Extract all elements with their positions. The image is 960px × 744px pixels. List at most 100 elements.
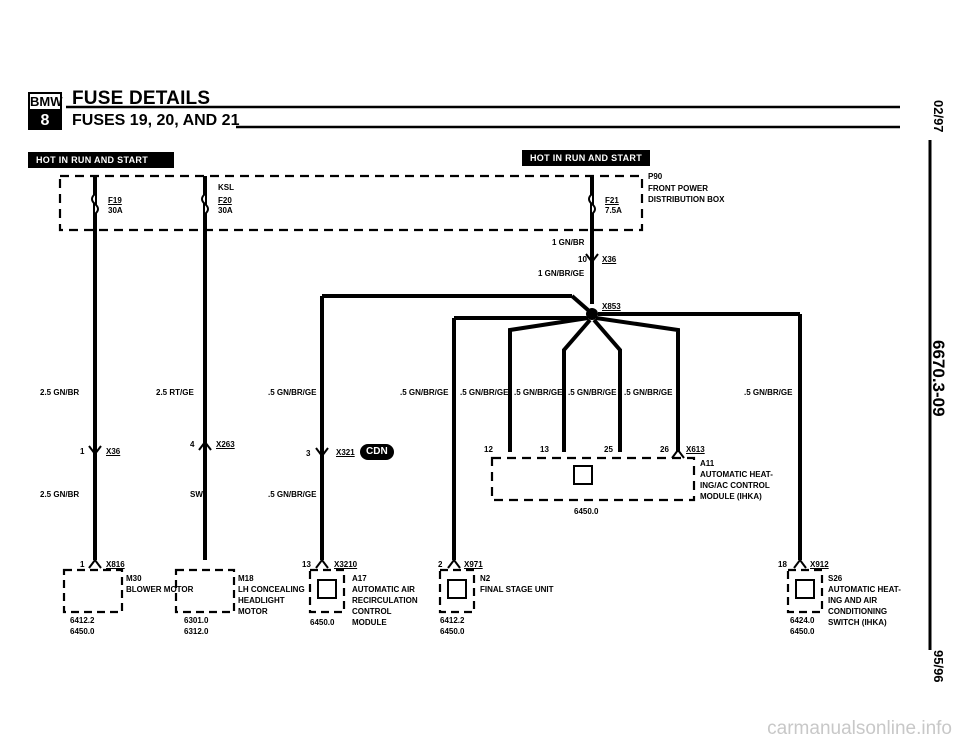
a11-ref: 6450.0 xyxy=(574,507,599,516)
a17-name-1: AUTOMATIC AIR xyxy=(352,585,415,594)
x36b-pin: 1 xyxy=(80,447,85,456)
fuse-f21-symbol xyxy=(588,193,596,215)
module-n2-outline xyxy=(438,568,476,614)
p90-id: P90 xyxy=(648,172,663,181)
n2-ref-2: 6450.0 xyxy=(440,627,465,636)
wire-label-9: .5 GN/BR/GE xyxy=(744,388,793,397)
watermark: carmanualsonline.info xyxy=(767,718,952,739)
connector-x912-symbol xyxy=(793,558,807,569)
pin-25: 25 xyxy=(604,445,613,454)
ksl-label: KSL xyxy=(218,183,234,192)
connector-x321-symbol xyxy=(315,447,329,458)
fuse-f21-rating: 7.5A xyxy=(605,206,622,215)
module-n2-symbol xyxy=(447,579,467,599)
wire-label-2: 2.5 RT/GE xyxy=(156,388,194,397)
a17-name-2: RECIRCULATION xyxy=(352,596,418,605)
fuse-f19-id: F19 xyxy=(108,196,122,205)
n2-id: N2 xyxy=(480,574,491,583)
wire-label-top-b: 1 GN/BR/GE xyxy=(538,269,585,278)
s26-id: S26 xyxy=(828,574,843,583)
m18-ref-2: 6312.0 xyxy=(184,627,209,636)
m18-id: M18 xyxy=(238,574,254,583)
m18-name-3: MOTOR xyxy=(238,607,268,616)
splice-x853 xyxy=(586,308,598,320)
module-a11-outline xyxy=(490,456,696,502)
page-title: FUSE DETAILS xyxy=(72,88,211,109)
s26-ref-1: 6424.0 xyxy=(790,616,815,625)
wire-label-5: .5 GN/BR/GE xyxy=(460,388,509,397)
s26-ref-2: 6450.0 xyxy=(790,627,815,636)
wire-label-3: .5 GN/BR/GE xyxy=(268,388,317,397)
a11-name-2: ING/AC CONTROL xyxy=(700,481,770,490)
wire-label-10: 2.5 GN/BR xyxy=(40,490,80,499)
x321-pin: 3 xyxy=(306,449,311,458)
fuse-f19-symbol xyxy=(91,193,99,215)
a17-name-3: CONTROL xyxy=(352,607,392,616)
wire-label-12: .5 GN/BR/GE xyxy=(268,490,317,499)
m30-ref-1: 6412.2 xyxy=(70,616,95,625)
module-s26-symbol xyxy=(795,579,815,599)
wire-pin25 xyxy=(592,318,622,452)
m30-name: BLOWER MOTOR xyxy=(126,585,194,594)
wire-label-top-a: 1 GN/BR xyxy=(552,238,585,247)
n2-name: FINAL STAGE UNIT xyxy=(480,585,554,594)
module-m30-outline xyxy=(62,568,124,614)
x816-pin: 1 xyxy=(80,560,85,569)
x971-label: X971 xyxy=(464,560,483,569)
a17-id: A17 xyxy=(352,574,367,583)
connector-x816-symbol xyxy=(88,558,102,569)
wire-pin12 xyxy=(508,316,589,452)
module-s26-outline xyxy=(786,568,824,614)
x3210-pin: 13 xyxy=(302,560,311,569)
p90-name-1: FRONT POWER xyxy=(648,184,708,193)
logo-top: BMW xyxy=(30,94,63,109)
wire-label-8: .5 GN/BR/GE xyxy=(624,388,673,397)
wire-label-7: .5 GN/BR/GE xyxy=(568,388,617,397)
m18-name-1: LH CONCEALING xyxy=(238,585,305,594)
fuse-f21-id: F21 xyxy=(605,196,619,205)
page-subtitle: FUSES 19, 20, AND 21 xyxy=(72,112,240,129)
connector-x36b-symbol xyxy=(88,445,102,456)
m18-name-2: HEADLIGHT xyxy=(238,596,285,605)
x971-pin: 2 xyxy=(438,560,443,569)
x912-label: X912 xyxy=(810,560,829,569)
s26-name-1: AUTOMATIC HEAT- xyxy=(828,585,901,594)
wire-pin26 xyxy=(595,316,680,452)
side-page-number: 6670.3-09 xyxy=(929,340,948,417)
module-m18-outline xyxy=(174,568,236,614)
a17-ref: 6450.0 xyxy=(310,618,335,627)
module-a11-symbol xyxy=(573,465,593,485)
x613-label: X613 xyxy=(686,445,705,454)
connector-x971-symbol xyxy=(447,558,461,569)
a11-name-3: MODULE (IHKA) xyxy=(700,492,762,501)
fuse-f20-rating: 30A xyxy=(218,206,233,215)
n2-ref-1: 6412.2 xyxy=(440,616,465,625)
m30-id: M30 xyxy=(126,574,142,583)
x263-pin: 4 xyxy=(190,440,195,449)
pin-12: 12 xyxy=(484,445,493,454)
s26-name-3: CONDITIONING xyxy=(828,607,888,616)
p90-name-2: DISTRIBUTION BOX xyxy=(648,195,725,204)
x36b-label: X36 xyxy=(106,447,121,456)
x3210-label: X3210 xyxy=(334,560,358,569)
x912-pin: 18 xyxy=(778,560,787,569)
fuse-f19-rating: 30A xyxy=(108,206,123,215)
bmw-logo: BMW 8 xyxy=(28,92,63,130)
module-a17-outline xyxy=(308,568,346,614)
logo-bottom: 8 xyxy=(40,112,50,129)
a11-name-1: AUTOMATIC HEAT- xyxy=(700,470,773,479)
wire-label-6: .5 GN/BR/GE xyxy=(514,388,563,397)
fuse-f20-symbol xyxy=(201,193,209,215)
connector-x36-symbol xyxy=(585,253,599,264)
pin-26: 26 xyxy=(660,445,669,454)
x321-label: X321 xyxy=(336,448,355,457)
side-date-top: 02/97 xyxy=(931,100,946,133)
connector-x613-symbol xyxy=(671,448,685,459)
pin-13: 13 xyxy=(540,445,549,454)
connector-x3210-symbol xyxy=(315,558,329,569)
wire-splice-left-bend xyxy=(570,294,590,312)
hot-banner-left: HOT IN RUN AND START xyxy=(28,152,174,168)
wire-label-4: .5 GN/BR/GE xyxy=(400,388,449,397)
